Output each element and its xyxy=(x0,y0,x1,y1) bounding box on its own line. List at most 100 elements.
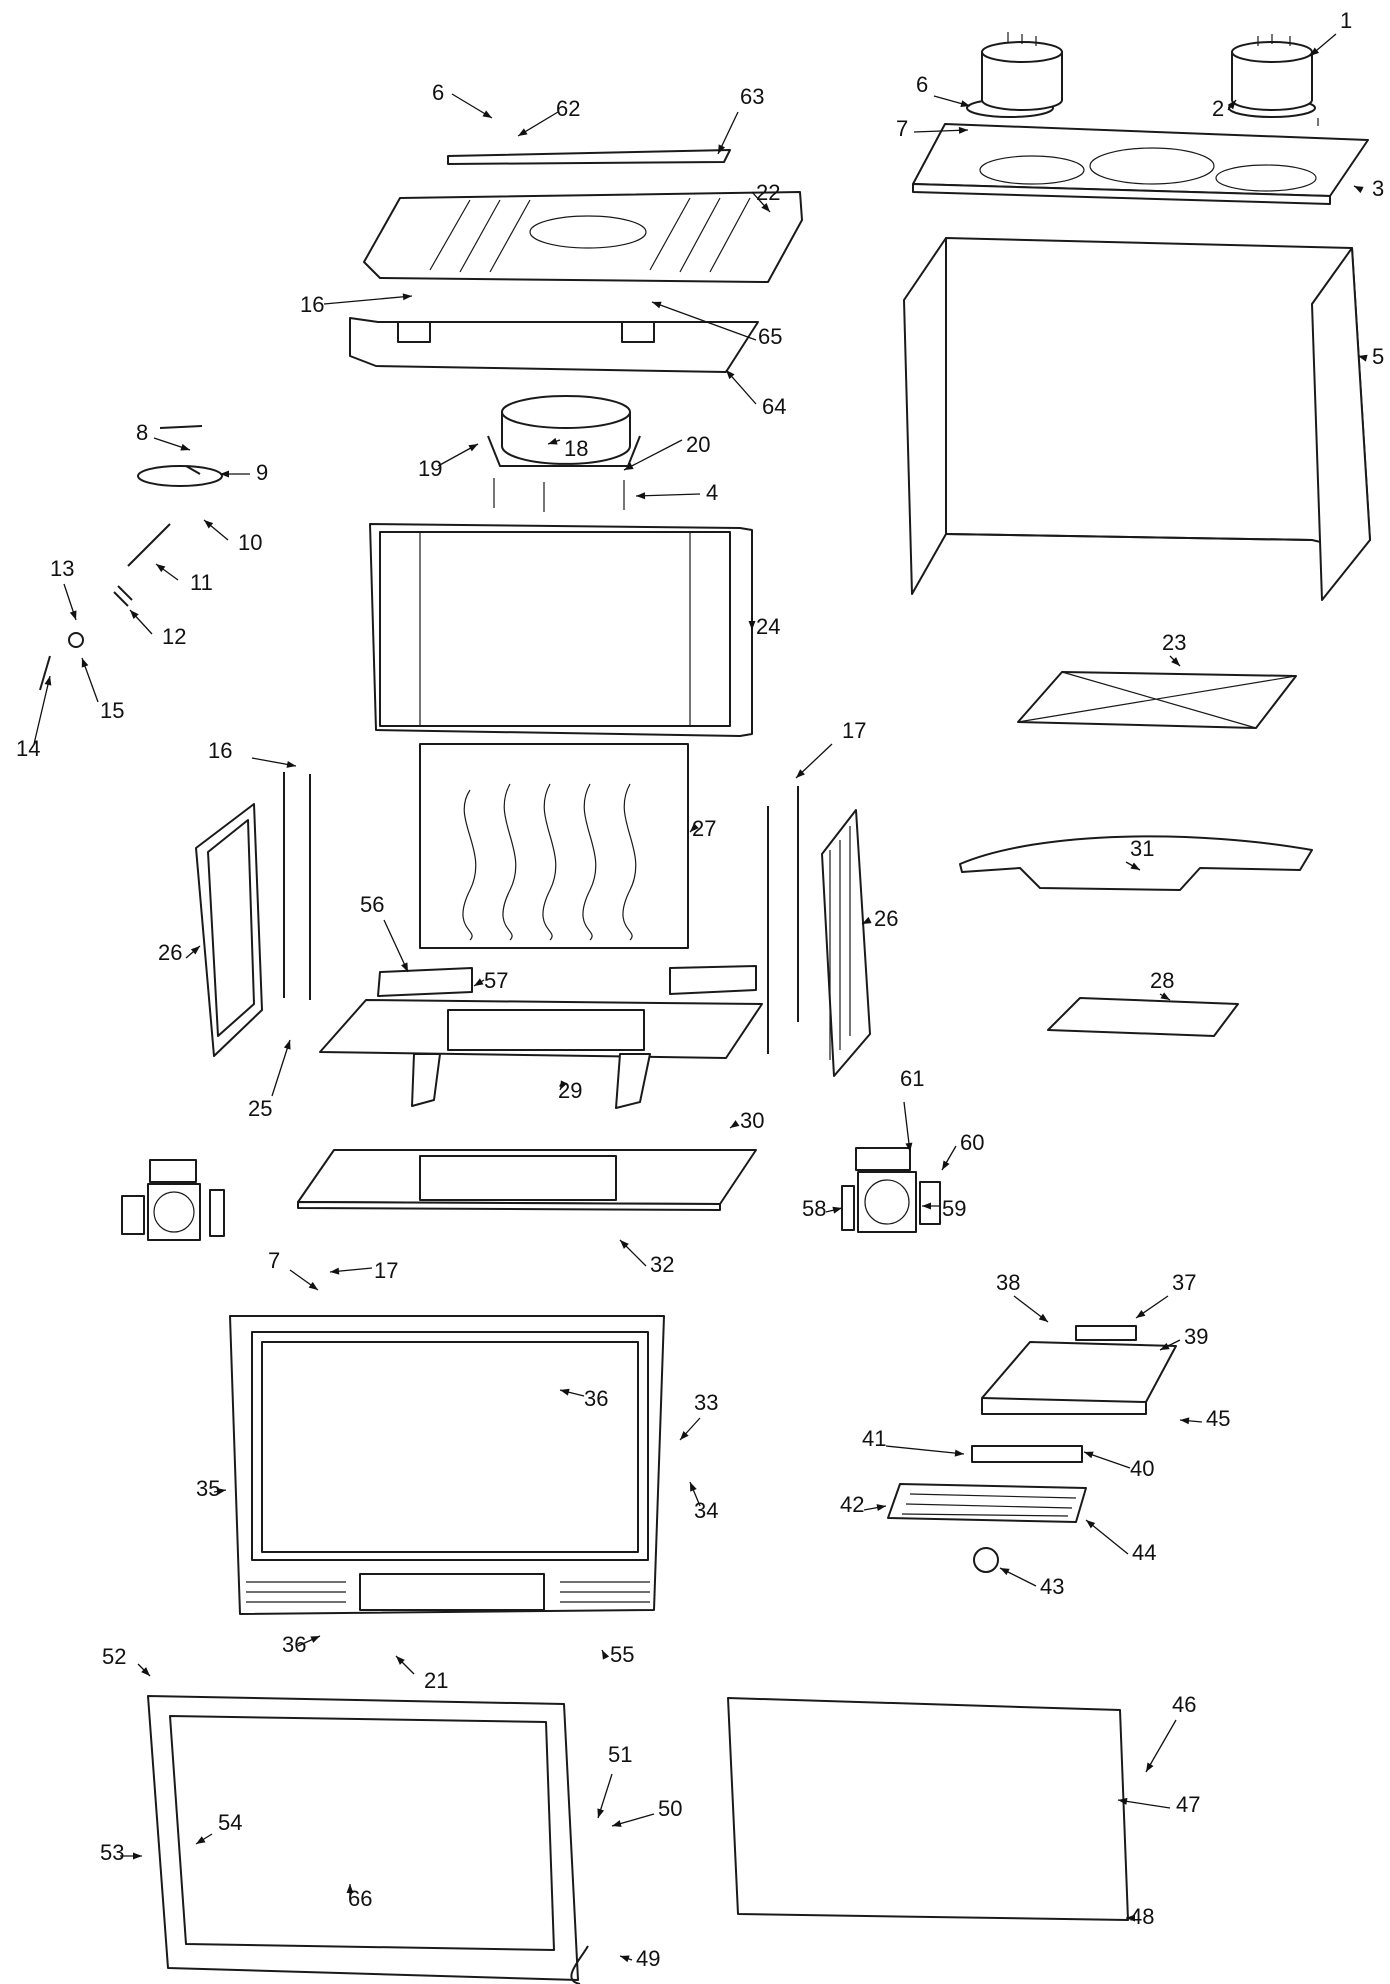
callout-number-51: 51 xyxy=(608,1742,632,1767)
callout-number-17: 17 xyxy=(842,718,866,743)
glass-panel-48 xyxy=(727,1697,1129,1921)
firebox-base-29 xyxy=(319,999,763,1109)
flue-collar-left xyxy=(966,41,1063,118)
callout-arrow-10 xyxy=(204,520,214,529)
callout-leader-4 xyxy=(635,493,701,497)
callout-arrow-34 xyxy=(690,1482,697,1492)
callout-arrow-1 xyxy=(1310,47,1320,56)
main-frame-35 xyxy=(229,1315,665,1615)
callout-arrow-12 xyxy=(130,610,139,619)
callout-arrow-35 xyxy=(216,1488,226,1495)
callout-number-5: 5 xyxy=(1372,344,1384,369)
callout-number-33: 33 xyxy=(694,1390,718,1415)
callout-arrow-63 xyxy=(718,144,726,154)
callout-arrow-26 xyxy=(862,916,872,924)
callout-arrow-28 xyxy=(1160,992,1170,1000)
callout-number-27: 27 xyxy=(692,816,716,841)
callout-arrow-19 xyxy=(468,444,478,452)
callout-leader-65 xyxy=(651,301,757,341)
callout-arrow-16 xyxy=(402,293,412,301)
callout-arrow-66 xyxy=(346,1884,354,1893)
callout-number-6: 6 xyxy=(432,80,444,105)
callout-arrow-48 xyxy=(1126,1914,1135,1922)
callout-number-7: 7 xyxy=(896,116,908,141)
callout-number-40: 40 xyxy=(1130,1456,1154,1481)
callout-arrow-8 xyxy=(180,443,190,451)
callout-arrow-16 xyxy=(286,760,296,768)
callout-arrow-20 xyxy=(624,462,634,470)
callout-arrow-52 xyxy=(141,1667,150,1676)
callout-number-10: 10 xyxy=(238,530,262,555)
callout-number-66: 66 xyxy=(348,1886,372,1911)
callout-arrow-49 xyxy=(620,1955,630,1963)
callout-number-47: 47 xyxy=(1176,1792,1200,1817)
door-frame-53 xyxy=(147,1695,589,1984)
tray-23 xyxy=(1017,671,1297,729)
callout-arrow-53 xyxy=(133,1852,142,1860)
callout-number-12: 12 xyxy=(162,624,186,649)
callout-number-30: 30 xyxy=(740,1108,764,1133)
support-bar xyxy=(349,317,759,373)
callout-number-9: 9 xyxy=(256,460,268,485)
callout-leader-7 xyxy=(913,129,969,133)
glass-frame-24 xyxy=(369,523,753,737)
callout-number-7: 7 xyxy=(268,1248,280,1273)
callout-leader-20 xyxy=(623,439,683,471)
callout-number-18: 18 xyxy=(564,436,588,461)
callout-leader-46 xyxy=(1145,1719,1177,1773)
callout-number-13: 13 xyxy=(50,556,74,581)
callout-number-45: 45 xyxy=(1206,1406,1230,1431)
callout-leader-25 xyxy=(271,1039,291,1097)
callout-arrow-5 xyxy=(1358,354,1368,362)
callout-number-16: 16 xyxy=(300,292,324,317)
side-panel-left-26 xyxy=(195,803,263,1057)
callout-arrow-7 xyxy=(308,1281,318,1290)
callout-arrow-46 xyxy=(1146,1762,1154,1772)
callout-number-63: 63 xyxy=(740,84,764,109)
baffle-plate xyxy=(363,191,803,283)
outer-shell xyxy=(903,237,1371,601)
callout-arrow-3 xyxy=(1354,186,1364,194)
callout-leader-56 xyxy=(383,919,409,973)
callout-arrow-44 xyxy=(1086,1520,1096,1529)
callout-number-15: 15 xyxy=(100,698,124,723)
callout-arrow-42 xyxy=(876,1504,886,1512)
callout-arrow-43 xyxy=(1000,1568,1010,1576)
blower-right xyxy=(841,1147,941,1233)
callout-number-36: 36 xyxy=(282,1632,306,1657)
callout-arrow-6 xyxy=(482,110,492,118)
callout-arrow-56 xyxy=(401,962,408,972)
callout-number-57: 57 xyxy=(484,968,508,993)
callout-number-46: 46 xyxy=(1172,1692,1196,1717)
rods xyxy=(283,772,799,1054)
callout-number-37: 37 xyxy=(1172,1270,1196,1295)
callout-arrow-59 xyxy=(922,1202,931,1210)
flue-adapter xyxy=(487,395,641,512)
callout-number-65: 65 xyxy=(758,324,782,349)
callout-leader-16 xyxy=(323,295,413,305)
callout-arrow-36 xyxy=(560,1388,570,1396)
callout-number-29: 29 xyxy=(558,1078,582,1103)
knob-43 xyxy=(973,1547,999,1573)
callout-arrow-51 xyxy=(597,1808,605,1818)
callout-arrow-47 xyxy=(1118,1797,1128,1805)
callout-arrow-62 xyxy=(518,128,528,136)
callout-arrow-21 xyxy=(396,1656,405,1665)
callout-number-56: 56 xyxy=(360,892,384,917)
top-panel xyxy=(912,123,1369,205)
callout-arrow-41 xyxy=(954,1449,964,1457)
callout-arrow-4 xyxy=(636,492,646,500)
callout-leader-41 xyxy=(885,1445,965,1455)
callout-number-35: 35 xyxy=(196,1476,220,1501)
callout-arrow-9 xyxy=(220,470,229,478)
callout-arrow-13 xyxy=(69,610,77,620)
top-bracket xyxy=(447,149,731,165)
callout-number-32: 32 xyxy=(650,1252,674,1277)
callout-number-34: 34 xyxy=(694,1498,718,1523)
callout-arrow-29 xyxy=(560,1080,568,1090)
callout-number-42: 42 xyxy=(840,1492,864,1517)
callout-number-20: 20 xyxy=(686,432,710,457)
callout-number-61: 61 xyxy=(900,1066,924,1091)
callout-arrow-60 xyxy=(942,1160,950,1170)
